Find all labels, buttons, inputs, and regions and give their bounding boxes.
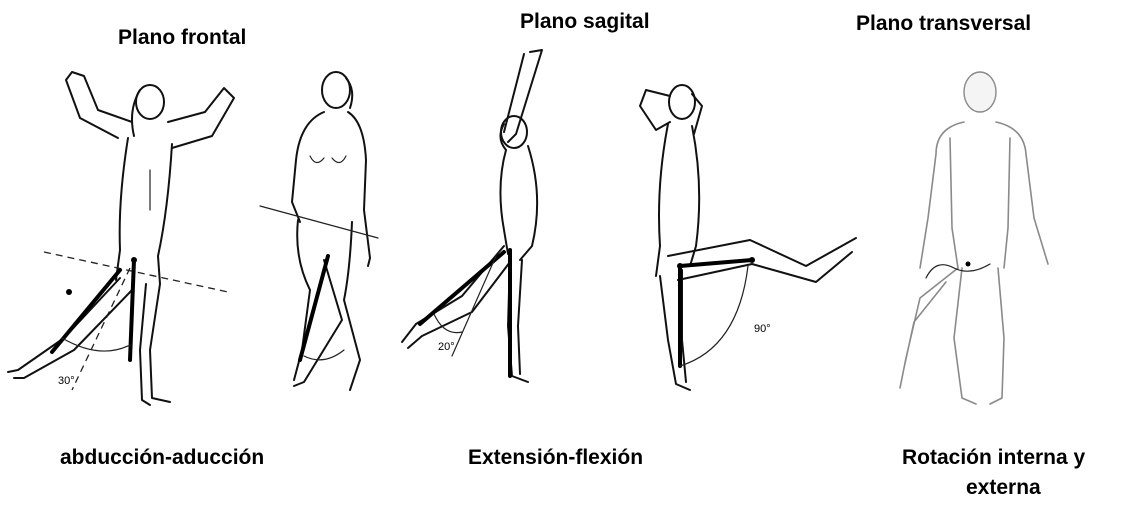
figure-adduction-front-view — [240, 60, 390, 405]
title-plano-transversal: Plano transversal — [856, 12, 1031, 36]
figure-extension-side-view: 20° — [392, 46, 572, 396]
figure-flexion-side-view: 90° — [620, 76, 870, 406]
caption-abduccion-aduccion: abducción-aducción — [60, 446, 264, 470]
title-plano-frontal: Plano frontal — [118, 26, 246, 50]
caption-rotacion-line-2: externa — [966, 476, 1041, 500]
caption-rotacion-line-1: Rotación interna y — [902, 446, 1085, 470]
extension-angle-label: 20° — [438, 341, 455, 353]
title-plano-sagital: Plano sagital — [520, 10, 650, 34]
abduction-angle-label: 30° — [58, 375, 75, 387]
figure-abduction-back-view: 30° — [0, 60, 240, 410]
flexion-angle-label: 90° — [754, 323, 771, 335]
caption-extension-flexion: Extensión-flexión — [468, 446, 643, 470]
figure-rotation-front-view — [880, 68, 1110, 414]
